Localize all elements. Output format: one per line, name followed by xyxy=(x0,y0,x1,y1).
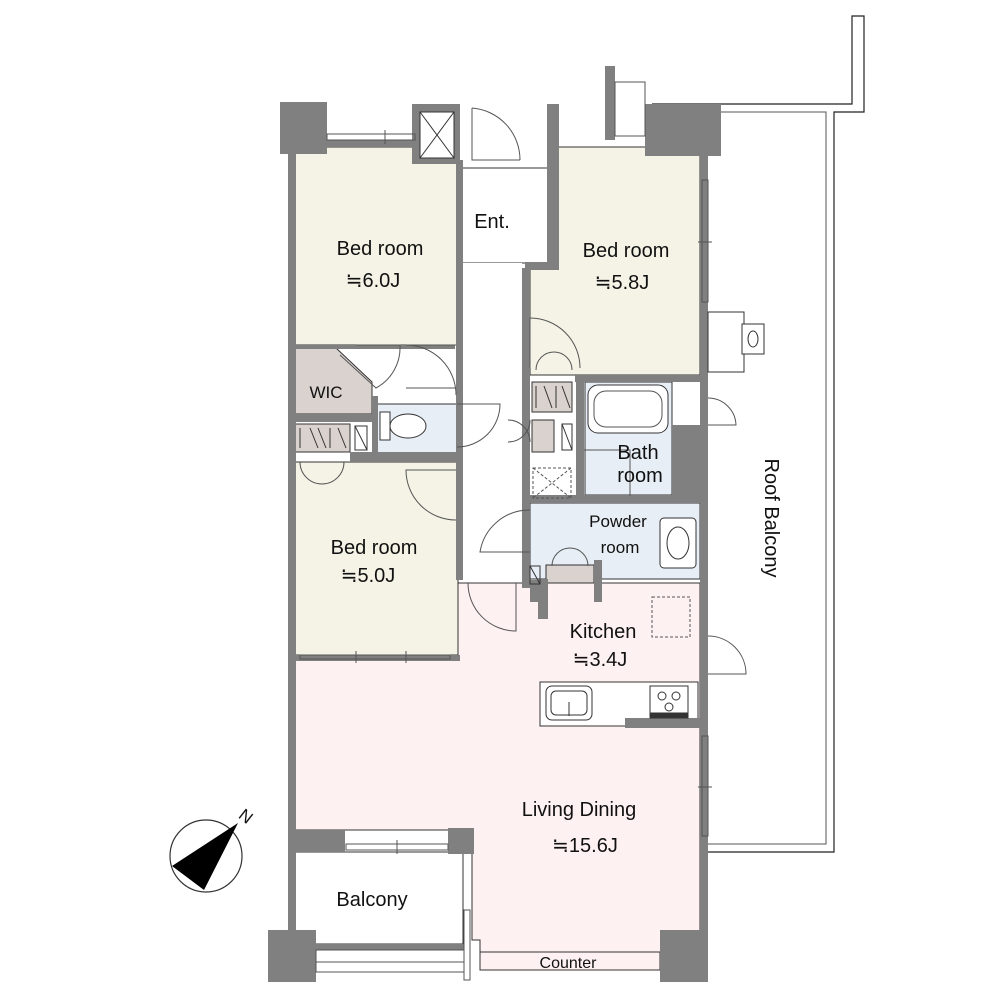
powder-label-2: room xyxy=(601,538,640,557)
counter-label: Counter xyxy=(540,955,598,972)
roof-balcony xyxy=(652,15,865,853)
closet-w xyxy=(294,423,351,453)
water-heater-icon xyxy=(707,311,765,373)
sink-icon xyxy=(545,685,593,721)
corridor-floor xyxy=(462,263,522,573)
room-labels: Bed room ≒6.0J Ent. Bed room ≒5.8J WIC B… xyxy=(309,211,782,972)
living-size: ≒15.6J xyxy=(552,835,618,857)
bedroom-w-name: Bed room xyxy=(331,537,418,559)
balcony-floor xyxy=(294,851,464,945)
washer-pan-icon xyxy=(532,467,572,499)
closet-hatch xyxy=(299,385,573,585)
fixtures xyxy=(299,111,765,721)
wic-label: WIC xyxy=(309,383,342,402)
living-name: Living Dining xyxy=(522,799,637,821)
bedroom-nw-size: ≒6.0J xyxy=(346,270,401,292)
bath-label-2: room xyxy=(617,465,663,487)
balcony-label: Balcony xyxy=(336,889,407,911)
north-arrow-icon: N xyxy=(169,805,256,893)
bedroom-nw-name: Bed room xyxy=(337,238,424,260)
cooktop-icon xyxy=(649,685,689,719)
windows xyxy=(299,81,712,981)
bedroom-ne-size: ≒5.8J xyxy=(595,272,650,294)
doors xyxy=(299,107,747,675)
bathtub-icon xyxy=(587,384,669,434)
kitchen-name: Kitchen xyxy=(570,621,637,643)
roof-balcony-label: Roof Balcony xyxy=(760,459,782,578)
kitchen-size: ≒3.4J xyxy=(573,649,628,671)
walls xyxy=(268,66,721,982)
fridge-spot-icon xyxy=(651,596,691,638)
entrance-label: Ent. xyxy=(474,211,510,233)
powder-label-1: Powder xyxy=(589,512,647,531)
pipe-shaft-icon xyxy=(419,111,455,159)
toilet-icon xyxy=(379,411,427,441)
bedroom-ne-name: Bed room xyxy=(583,240,670,262)
wic-floor xyxy=(294,347,373,415)
closet-e2 xyxy=(531,419,555,453)
washbasin-icon xyxy=(659,517,697,569)
bedroom-w-size: ≒5.0J xyxy=(341,565,396,587)
compass-n-label: N xyxy=(235,805,256,828)
bath-label-1: Bath xyxy=(617,442,658,464)
